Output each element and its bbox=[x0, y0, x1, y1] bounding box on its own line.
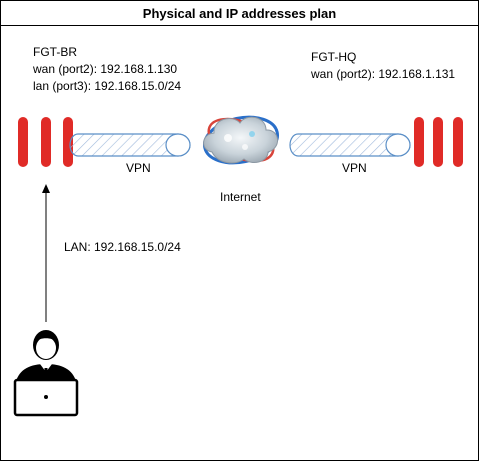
branch-lan-address: lan (port3): 192.168.15.0/24 bbox=[33, 79, 182, 93]
vpn-tunnel-icon bbox=[289, 133, 411, 157]
vpn-left-label: VPN bbox=[126, 161, 151, 175]
lan-subnet-label: LAN: 192.168.15.0/24 bbox=[64, 240, 181, 254]
branch-wan-address: wan (port2): 192.168.1.130 bbox=[33, 62, 178, 76]
branch-name: FGT-BR bbox=[33, 45, 77, 59]
hq-wan-address: wan (port2): 192.168.1.131 bbox=[311, 67, 456, 81]
internet-cloud-icon bbox=[203, 115, 279, 165]
diagram-title: Physical and IP addresses plan bbox=[142, 5, 337, 21]
firewall-icon bbox=[414, 117, 463, 167]
title-bar: Physical and IP addresses plan bbox=[1, 1, 478, 26]
internet-label: Internet bbox=[220, 190, 261, 204]
lan-arrow bbox=[42, 184, 50, 322]
vpn-right-label: VPN bbox=[342, 161, 367, 175]
firewall-icon bbox=[18, 117, 73, 167]
user-laptop-icon bbox=[13, 330, 79, 417]
hq-name: FGT-HQ bbox=[311, 50, 357, 64]
vpn-tunnel-icon bbox=[69, 133, 191, 157]
